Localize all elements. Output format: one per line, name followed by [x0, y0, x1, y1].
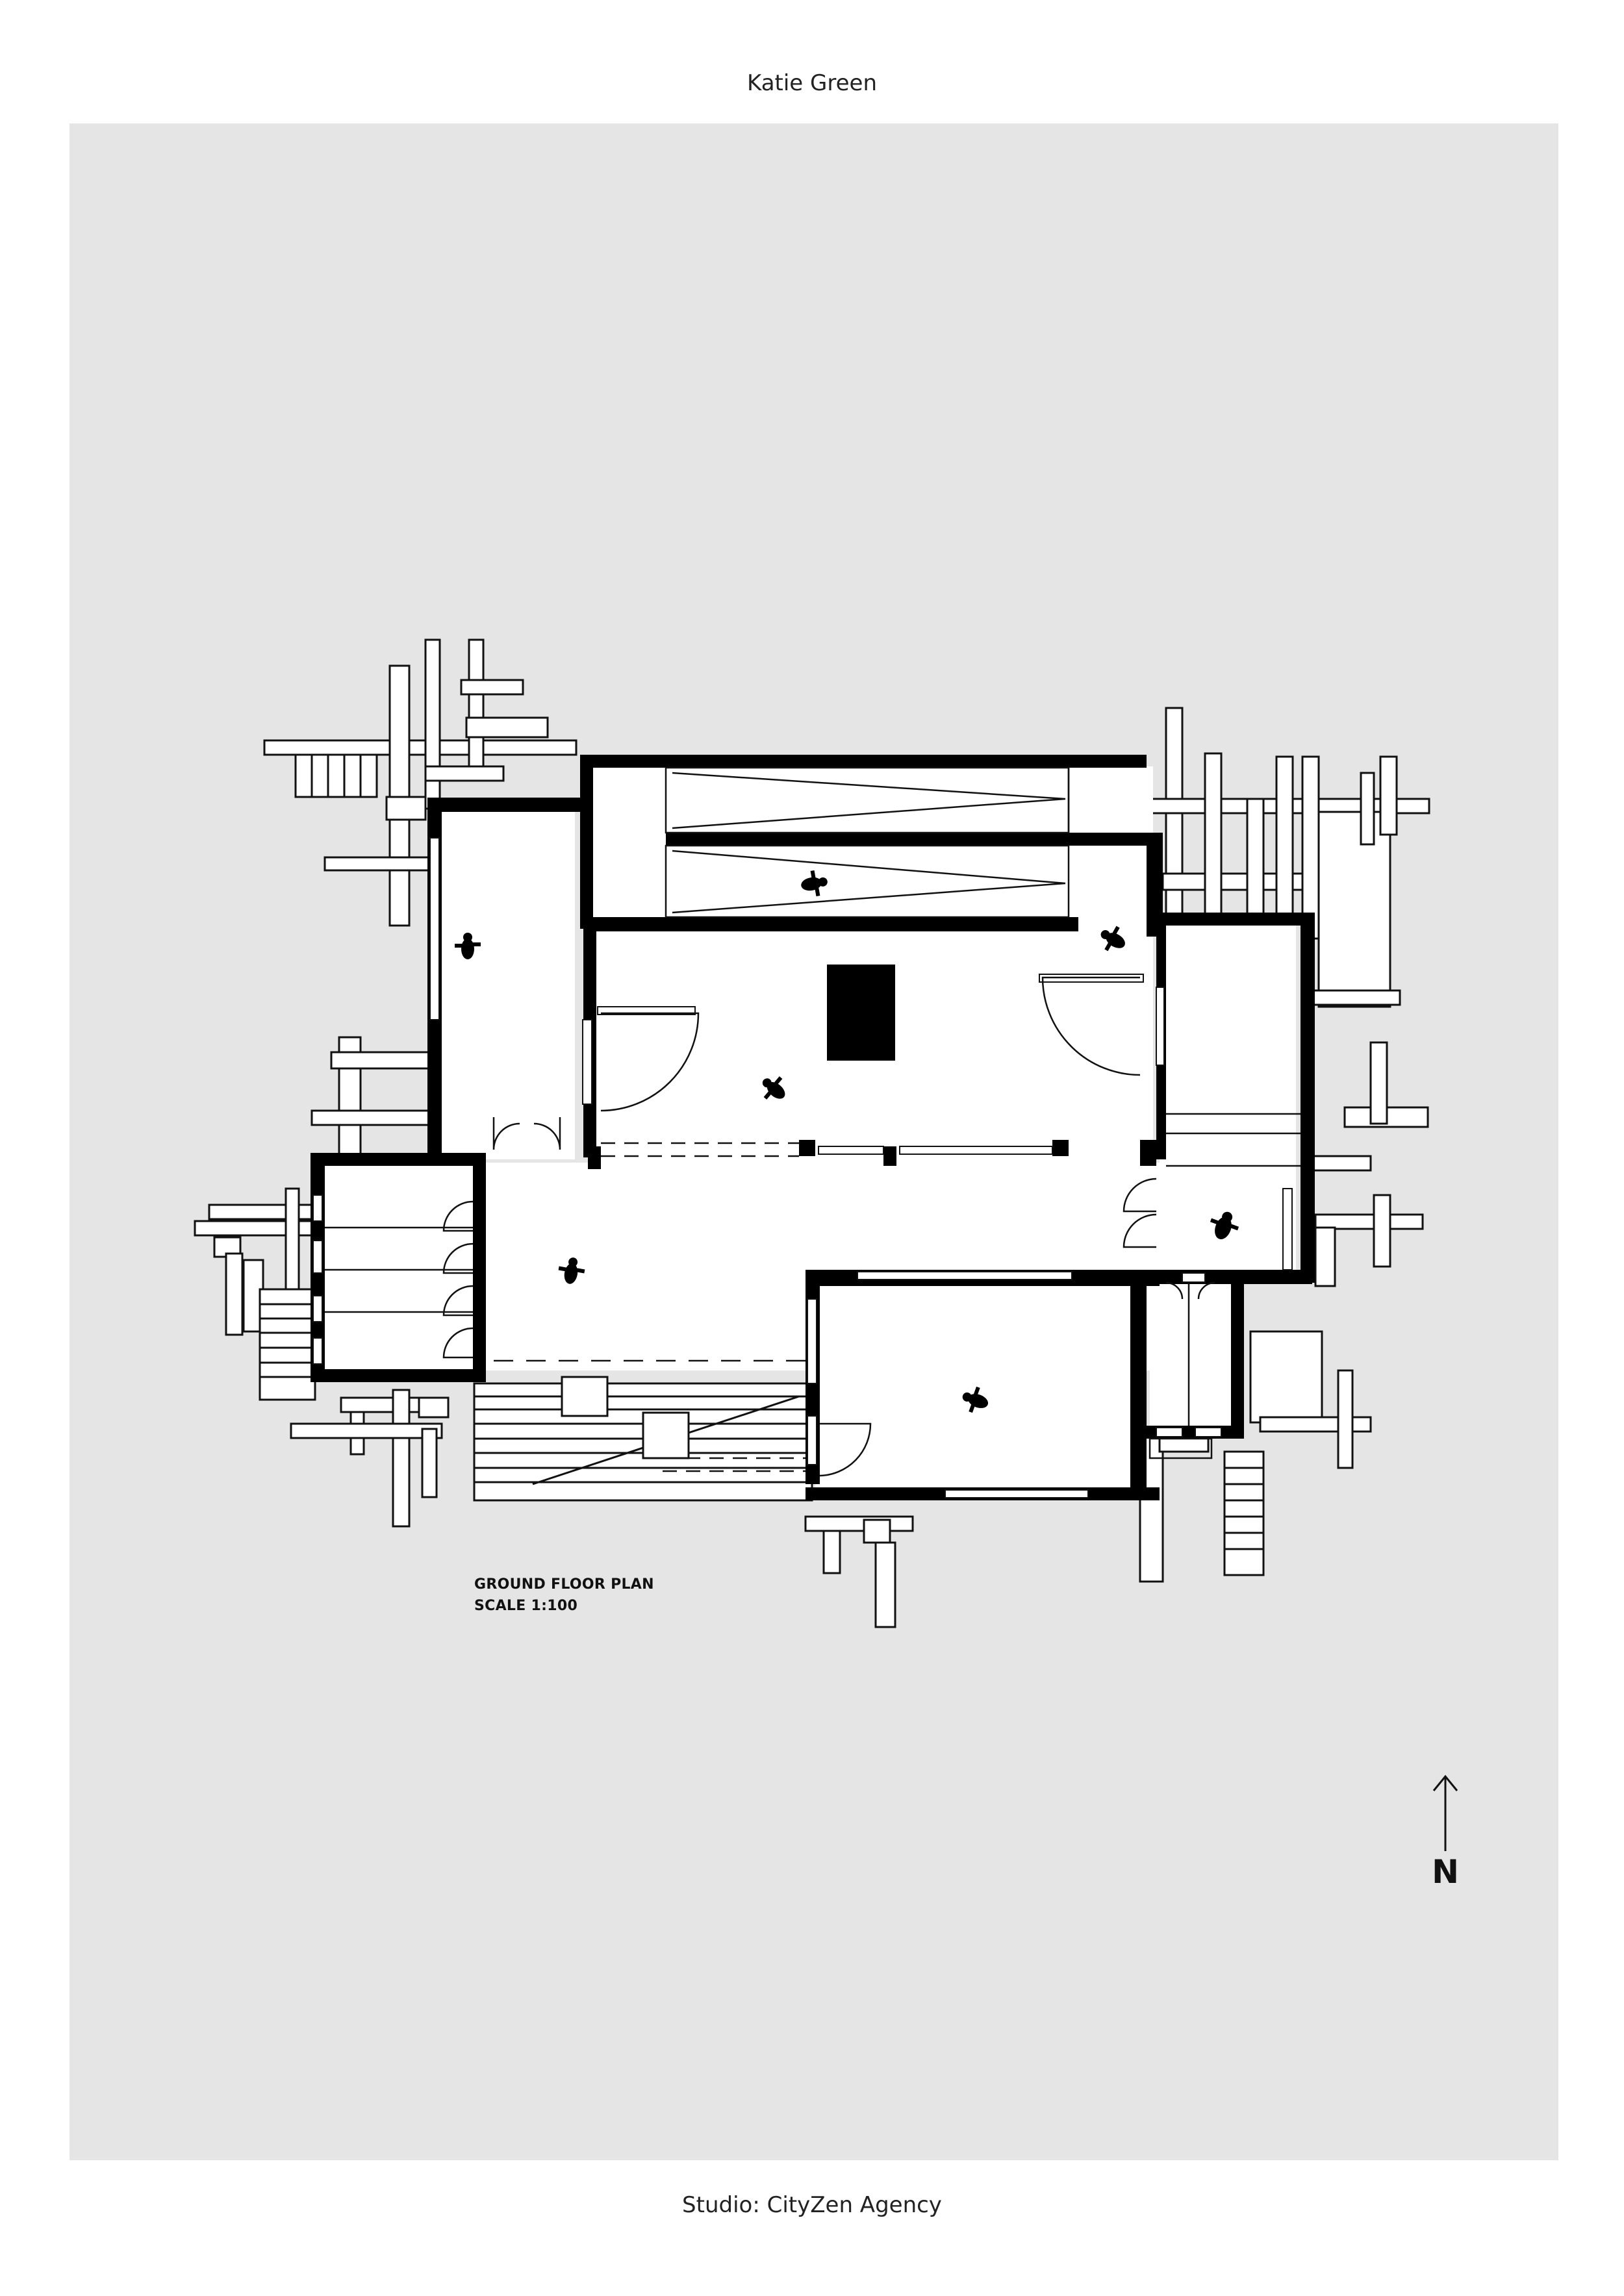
plan-scale: SCALE 1:100 [474, 1598, 578, 1614]
person-icon [762, 1076, 785, 1100]
interior-lines [325, 766, 1300, 1472]
north-arrow-icon [1432, 1774, 1458, 1851]
person-figures [455, 870, 1239, 1413]
person-icon [1100, 926, 1125, 952]
person-icon [962, 1386, 989, 1413]
north-label: N [1432, 1853, 1459, 1891]
studio-credit: Studio: CityZen Agency [682, 2192, 942, 2218]
central-column [827, 965, 895, 1061]
plan-title-block: GROUND FLOOR PLAN SCALE 1:100 [474, 1574, 654, 1617]
author-name: Katie Green [747, 70, 877, 96]
door-swings [442, 976, 1215, 1477]
plan-title: GROUND FLOOR PLAN [474, 1576, 654, 1593]
scaffolding-structure [194, 638, 1430, 1628]
windows [312, 837, 1293, 1498]
person-icon [455, 933, 481, 959]
person-icon [1210, 1211, 1239, 1240]
person-icon [558, 1257, 585, 1284]
person-icon [801, 870, 828, 897]
